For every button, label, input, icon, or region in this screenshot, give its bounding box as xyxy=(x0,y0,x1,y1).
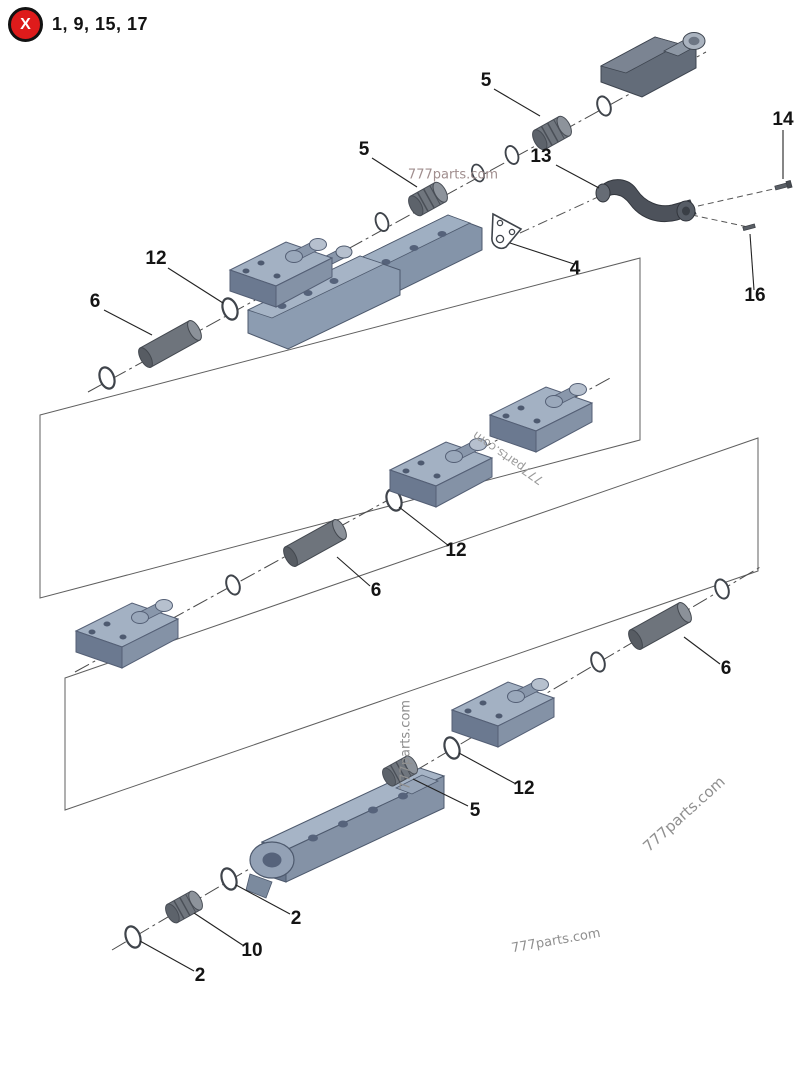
plane-outline-top xyxy=(39,257,641,599)
callout-5-second: 5 xyxy=(359,139,370,160)
part-sleeve-6-top xyxy=(135,317,205,371)
callout-2-upper: 2 xyxy=(291,908,302,929)
oring-2-right xyxy=(217,865,241,893)
watermark: 777parts.com xyxy=(398,699,414,791)
callout-5-top: 5 xyxy=(481,70,492,91)
leader-6-top xyxy=(103,309,153,336)
callout-12-top: 12 xyxy=(145,248,166,269)
axis-line-bracket-stud xyxy=(691,214,749,228)
leader-6-right xyxy=(683,636,721,665)
callout-4: 4 xyxy=(570,258,581,279)
assembly-middle xyxy=(75,383,593,669)
axis-line-bracket-bolt xyxy=(697,187,779,207)
part-sleeve-6-right xyxy=(625,599,695,653)
oring-2-left xyxy=(121,923,145,951)
callout-13: 13 xyxy=(530,146,551,167)
callout-16: 16 xyxy=(744,285,765,306)
callout-2-lower: 2 xyxy=(195,965,206,986)
leader-10 xyxy=(193,912,245,947)
callout-6-middle: 6 xyxy=(371,580,382,601)
callout-5-bottom: 5 xyxy=(470,800,481,821)
callout-14: 14 xyxy=(772,109,794,130)
part-gasket-4 xyxy=(491,212,523,250)
oring-right-a xyxy=(587,649,609,675)
oring-mid-a xyxy=(222,572,244,598)
part-block-bottom xyxy=(451,678,555,748)
watermark: 777parts.com xyxy=(407,167,499,183)
leader-13 xyxy=(555,164,600,189)
callout-10: 10 xyxy=(241,940,262,961)
oring-12-top xyxy=(218,295,242,323)
leader-5-bottom xyxy=(412,778,469,807)
leader-16 xyxy=(749,233,755,291)
axis-line-gasket-bracket xyxy=(519,196,599,234)
leader-4 xyxy=(509,242,575,265)
reference-item-numbers: 1, 9, 15, 17 xyxy=(52,14,149,34)
oring-top-left xyxy=(95,364,119,392)
callout-6-top: 6 xyxy=(90,291,101,312)
assembly-bottom xyxy=(121,576,733,951)
leader-12-middle xyxy=(398,506,450,547)
x-marker-icon: X xyxy=(8,7,43,42)
assembly-top xyxy=(95,32,793,392)
callout-6-right: 6 xyxy=(721,658,732,679)
reference-badge: X 1, 9, 15, 17 xyxy=(8,7,148,42)
part-stud-16 xyxy=(742,223,756,231)
part-elbow-connector xyxy=(599,32,706,98)
part-block-mid-b xyxy=(489,383,593,453)
part-bushing-5-lower-top xyxy=(404,179,452,219)
leader-12-bottom xyxy=(458,752,517,785)
part-bracket-13 xyxy=(595,179,697,223)
part-bolt-14 xyxy=(774,179,793,191)
leader-2-lower xyxy=(139,940,195,972)
oring-small-c xyxy=(502,143,522,167)
leader-5-top xyxy=(493,88,541,117)
leader-6-middle xyxy=(336,556,371,587)
callout-12-middle: 12 xyxy=(445,540,466,561)
oring-12-bottom xyxy=(440,734,464,762)
part-block-mid-a xyxy=(389,438,493,508)
leader-12-top xyxy=(167,267,224,304)
oring-small-a xyxy=(372,210,392,234)
oring-small-d xyxy=(593,93,615,119)
part-block-left xyxy=(75,599,179,669)
callout-12-bottom: 12 xyxy=(513,778,534,799)
leader-5-second xyxy=(371,157,418,188)
leader-2-upper xyxy=(235,884,291,915)
part-manifold-bottom xyxy=(245,767,446,899)
plane-outline-bottom xyxy=(64,437,759,811)
part-bushing-10 xyxy=(162,888,206,926)
